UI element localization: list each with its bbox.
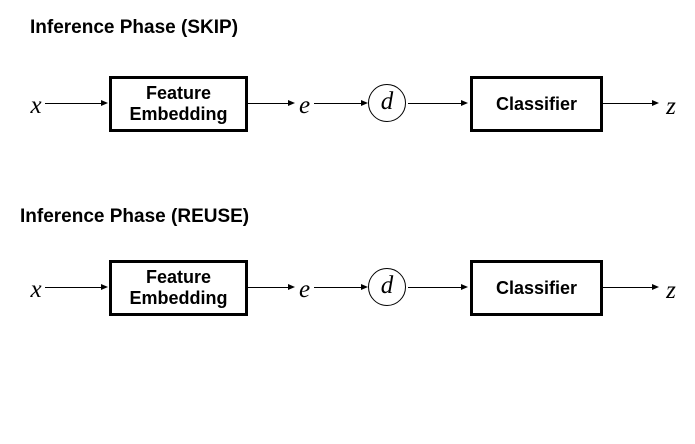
classifier-label: Classifier: [495, 93, 578, 114]
input-variable-label: x: [30, 276, 42, 303]
arrow-decision-node-to-classifier: [408, 283, 468, 290]
output-variable-label: z: [666, 93, 676, 120]
arrow-input-to-feature-embedding: [45, 99, 108, 106]
arrow-embedding-to-decision-node: [314, 283, 368, 290]
arrow-classifier-to-output: [603, 99, 659, 106]
decision-node: d: [368, 268, 406, 306]
input-variable-label: x: [30, 92, 42, 119]
diagram-title-skip: Inference Phase (SKIP): [30, 17, 239, 38]
arrow-embedding-to-decision-node: [314, 99, 368, 106]
decision-variable-label: d: [380, 272, 394, 299]
feature-embedding-box: Feature Embedding: [109, 76, 248, 132]
decision-node: d: [368, 84, 406, 122]
feature-embedding-label-line1: Feature: [145, 267, 212, 287]
arrow-feature-embedding-to-embedding: [248, 283, 295, 290]
feature-embedding-label-line2: Embedding: [129, 104, 228, 124]
flow-row-skip: x Feature Embedding e d Classifier z: [0, 44, 695, 164]
embedding-variable-label: e: [298, 92, 311, 119]
arrow-feature-embedding-to-embedding: [248, 99, 295, 106]
feature-embedding-label-line2: Embedding: [129, 288, 228, 308]
arrow-input-to-feature-embedding: [45, 283, 108, 290]
embedding-variable-label: e: [298, 276, 311, 303]
output-variable-label: z: [666, 277, 676, 304]
feature-embedding-box: Feature Embedding: [109, 260, 248, 316]
classifier-label: Classifier: [495, 277, 578, 298]
flow-row-reuse: x Feature Embedding e d Classifier z: [0, 228, 695, 348]
diagram-title-reuse: Inference Phase (REUSE): [20, 206, 250, 227]
classifier-box: Classifier: [470, 260, 603, 316]
arrow-decision-node-to-classifier: [408, 99, 468, 106]
decision-variable-label: d: [380, 88, 394, 115]
feature-embedding-label-line1: Feature: [145, 83, 212, 103]
arrow-classifier-to-output: [603, 283, 659, 290]
classifier-box: Classifier: [470, 76, 603, 132]
